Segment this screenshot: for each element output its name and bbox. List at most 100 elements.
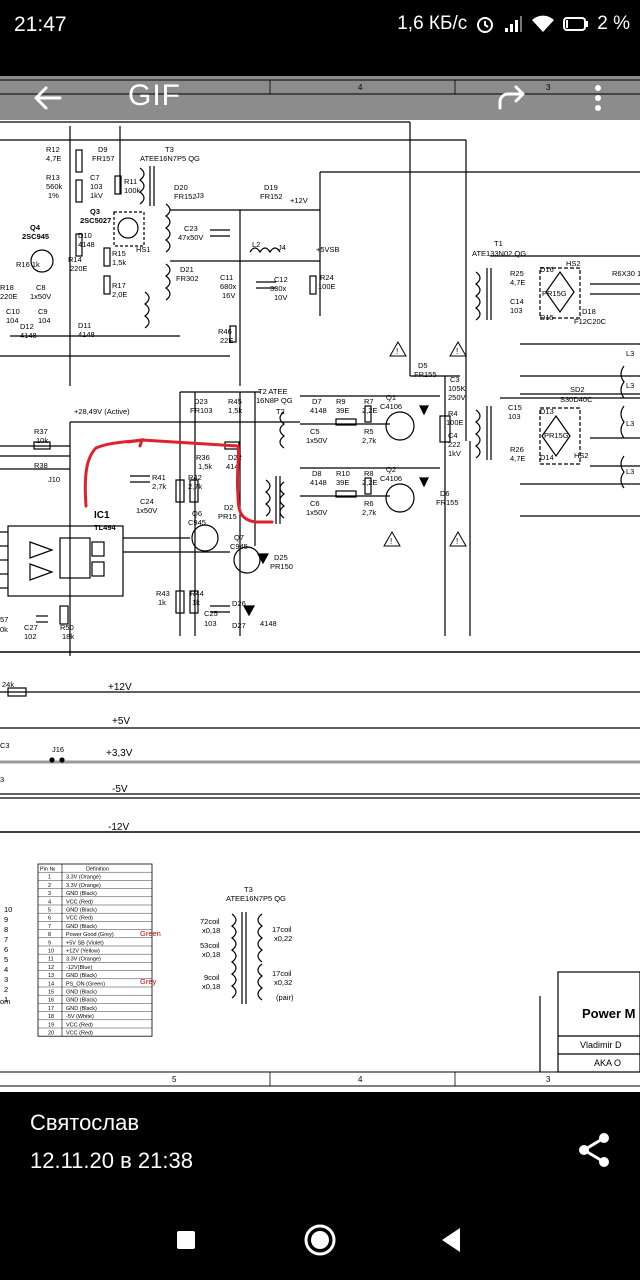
svg-text:T2: T2 bbox=[276, 407, 285, 416]
svg-text:om: om bbox=[0, 997, 10, 1006]
svg-text:17coil: 17coil bbox=[272, 969, 292, 978]
svg-text:39E: 39E bbox=[336, 406, 349, 415]
svg-text:414: 414 bbox=[226, 462, 239, 471]
grid-label: 3 bbox=[546, 83, 551, 92]
svg-text:x0,18: x0,18 bbox=[202, 926, 220, 935]
svg-text:Q3: Q3 bbox=[90, 207, 100, 216]
svg-text:D23: D23 bbox=[194, 397, 208, 406]
svg-text:R14: R14 bbox=[68, 255, 82, 264]
back-arrow-icon[interactable] bbox=[30, 80, 66, 116]
svg-text:D7: D7 bbox=[312, 397, 322, 406]
svg-text:0k: 0k bbox=[0, 625, 8, 634]
svg-text:R12: R12 bbox=[46, 145, 60, 154]
svg-text:R24: R24 bbox=[320, 273, 334, 282]
svg-text:Q7: Q7 bbox=[234, 533, 244, 542]
svg-text:PR15: PR15 bbox=[218, 512, 237, 521]
svg-text:100k: 100k bbox=[124, 186, 141, 195]
pin-definition: GND (Black) bbox=[66, 998, 97, 1004]
share-forward-icon[interactable] bbox=[494, 82, 528, 116]
svg-text:C4106: C4106 bbox=[380, 474, 402, 483]
pin-number: 2 bbox=[48, 883, 51, 889]
sender-name: Святослав bbox=[30, 1110, 140, 1135]
svg-text:1k: 1k bbox=[158, 598, 166, 607]
svg-text:+5V: +5V bbox=[112, 716, 130, 727]
svg-text:L3: L3 bbox=[626, 467, 634, 476]
svg-text:R42: R42 bbox=[188, 473, 202, 482]
svg-text:39E: 39E bbox=[336, 478, 349, 487]
pin-number: 19 bbox=[48, 1022, 54, 1028]
svg-text:2SC945: 2SC945 bbox=[22, 232, 49, 241]
svg-text:R45: R45 bbox=[228, 397, 242, 406]
svg-text:222: 222 bbox=[448, 440, 461, 449]
svg-text:!: ! bbox=[456, 347, 458, 356]
schematic-image[interactable]: !! !! 4 3 5 4 3 R12 4,7E D9 FR157 T3 ATE… bbox=[0, 76, 640, 1092]
pin-definition: VCC (Red) bbox=[66, 916, 93, 922]
red-annotation-stroke bbox=[83, 438, 274, 524]
svg-text:1x50V: 1x50V bbox=[306, 436, 327, 445]
viewer-toolbar: GIF bbox=[0, 76, 640, 120]
svg-text:24k: 24k bbox=[2, 680, 14, 689]
svg-text:D22: D22 bbox=[228, 453, 242, 462]
pin-definition: VCC (Red) bbox=[66, 899, 93, 905]
svg-text:FR152: FR152 bbox=[174, 192, 197, 201]
svg-text:72coil: 72coil bbox=[200, 917, 220, 926]
pin-number: 3 bbox=[48, 891, 51, 897]
svg-text:R25: R25 bbox=[510, 269, 524, 278]
svg-text:220E: 220E bbox=[70, 264, 88, 273]
battery-icon bbox=[563, 16, 589, 32]
svg-text:-5V: -5V bbox=[112, 784, 128, 795]
pin-number: 14 bbox=[48, 981, 54, 987]
svg-text:9: 9 bbox=[4, 915, 8, 924]
svg-text:R37: R37 bbox=[34, 427, 48, 436]
svg-text:HS2: HS2 bbox=[574, 451, 589, 460]
pin-definition: +5V SB (Violet) bbox=[66, 940, 104, 946]
pin-definition: VCC (Red) bbox=[66, 1031, 93, 1037]
svg-text:9coil: 9coil bbox=[204, 973, 220, 982]
recents-square-icon[interactable] bbox=[166, 1220, 206, 1260]
alarm-icon bbox=[475, 14, 495, 34]
svg-text:HS1: HS1 bbox=[136, 245, 151, 254]
back-triangle-icon[interactable] bbox=[432, 1220, 472, 1260]
svg-text:1,5k: 1,5k bbox=[228, 406, 242, 415]
svg-text:R5: R5 bbox=[364, 427, 374, 436]
svg-text:C3: C3 bbox=[450, 375, 460, 384]
svg-text:2,2E: 2,2E bbox=[362, 478, 377, 487]
share-icon[interactable] bbox=[574, 1130, 614, 1170]
pin-definition: GND (Black) bbox=[66, 973, 97, 979]
svg-text:R4: R4 bbox=[448, 409, 458, 418]
svg-text:AKA O: AKA O bbox=[594, 1058, 621, 1068]
svg-text:1k: 1k bbox=[192, 598, 200, 607]
svg-text:ATE133N02 QG: ATE133N02 QG bbox=[472, 249, 526, 258]
pin-number: 15 bbox=[48, 990, 54, 996]
svg-text:PR15G: PR15G bbox=[542, 289, 567, 298]
svg-text:ATEE16N7P5 QG: ATEE16N7P5 QG bbox=[140, 154, 200, 163]
svg-text:D27: D27 bbox=[232, 621, 246, 630]
svg-text:100E: 100E bbox=[318, 282, 336, 291]
svg-text:L3: L3 bbox=[626, 381, 634, 390]
more-vert-icon[interactable] bbox=[580, 80, 616, 116]
svg-text:D21: D21 bbox=[180, 265, 194, 274]
image-viewer[interactable]: !! !! 4 3 5 4 3 R12 4,7E D9 FR157 T3 ATE… bbox=[0, 76, 640, 1092]
pin-number: 10 bbox=[48, 949, 54, 955]
svg-text:100E: 100E bbox=[446, 418, 464, 427]
svg-text:22E: 22E bbox=[220, 336, 233, 345]
pin-number: 7 bbox=[48, 924, 51, 930]
pin-number: 16 bbox=[48, 998, 54, 1004]
svg-text:Q1: Q1 bbox=[386, 393, 396, 402]
home-circle-icon[interactable] bbox=[300, 1220, 340, 1260]
svg-text:C7: C7 bbox=[90, 173, 100, 182]
svg-text:104: 104 bbox=[38, 316, 51, 325]
wifi-icon bbox=[531, 14, 555, 34]
svg-text:560k: 560k bbox=[46, 182, 63, 191]
svg-text:3: 3 bbox=[0, 775, 4, 784]
svg-text:FR155: FR155 bbox=[414, 370, 437, 379]
svg-text:C11: C11 bbox=[220, 273, 233, 282]
svg-text:T3: T3 bbox=[244, 885, 253, 894]
svg-text:T3: T3 bbox=[165, 145, 174, 154]
pin-number: 1 bbox=[48, 875, 51, 881]
svg-text:C5: C5 bbox=[310, 427, 320, 436]
svg-text:1kV: 1kV bbox=[90, 191, 103, 200]
svg-text:FR152: FR152 bbox=[260, 192, 283, 201]
svg-text:R8: R8 bbox=[364, 469, 374, 478]
